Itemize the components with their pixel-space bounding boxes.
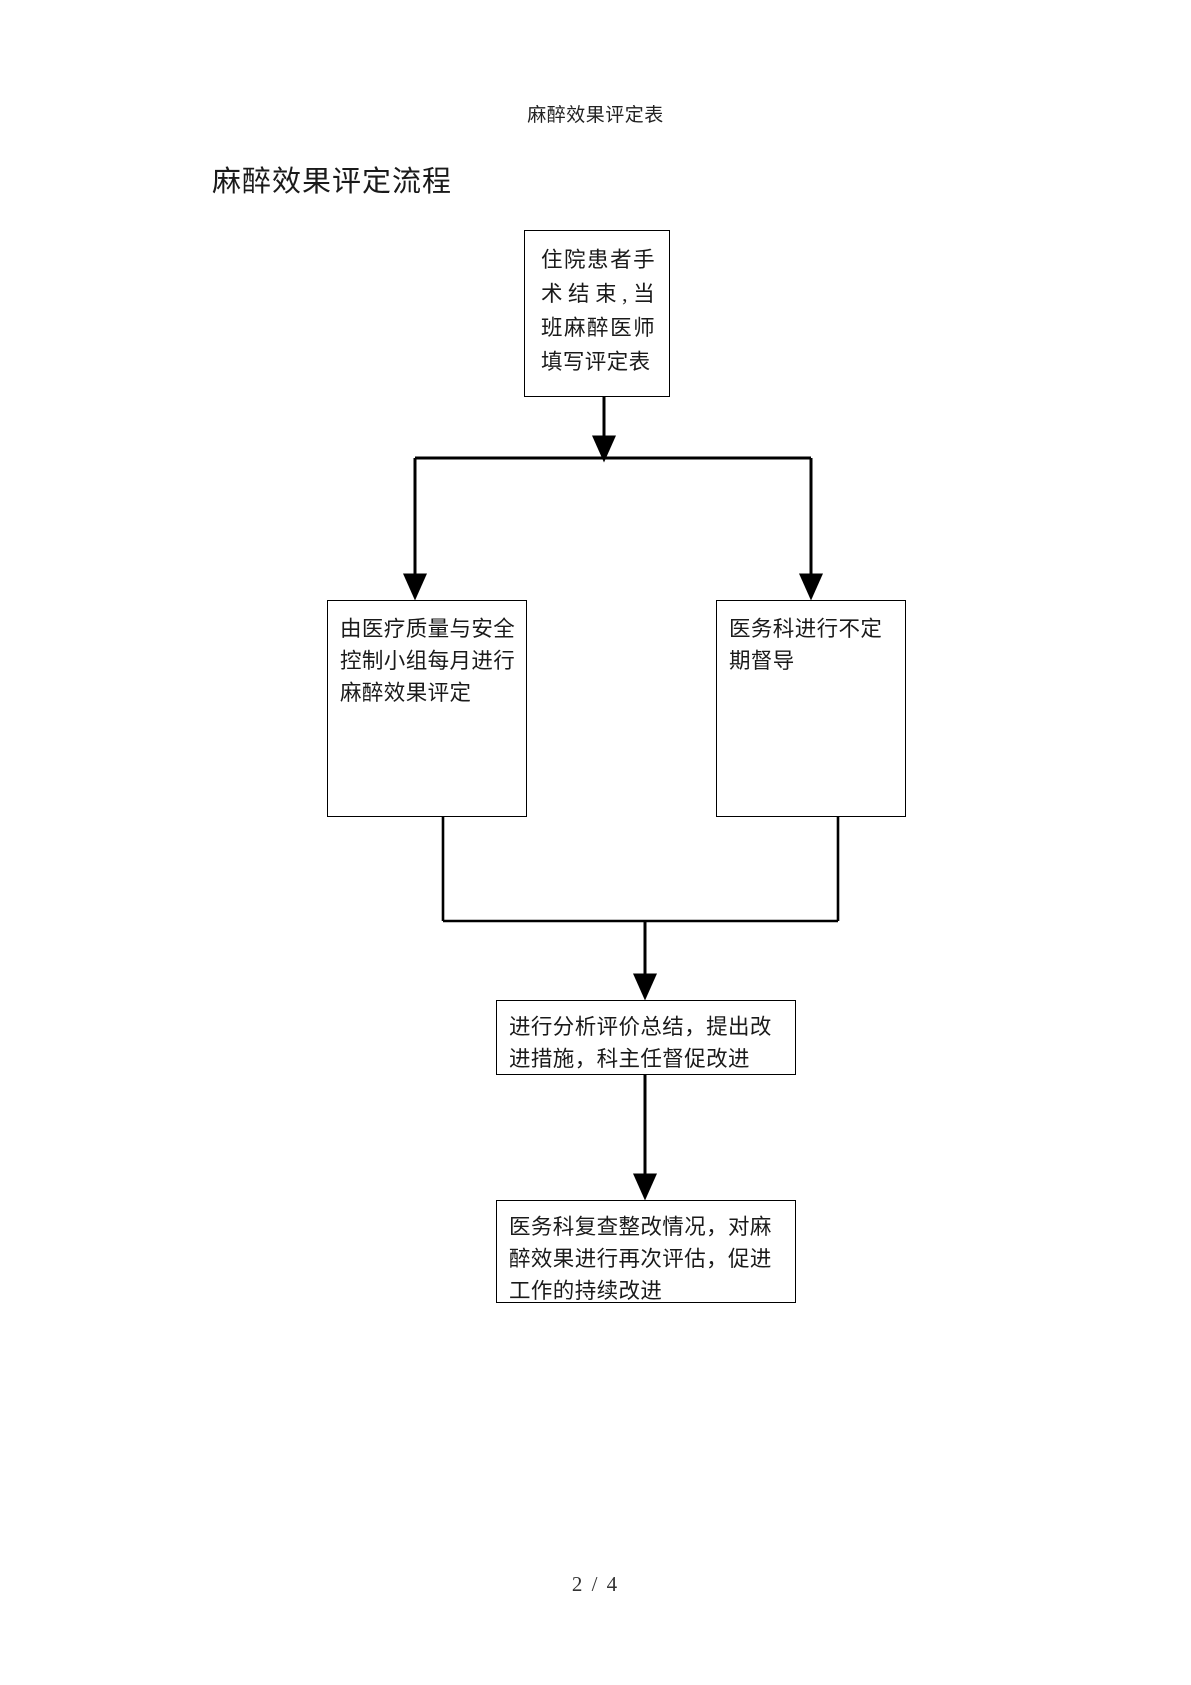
flow-node-start: 住院患者手术结束,当班麻醉医师填写评定表 [524,230,670,397]
flow-node-analysis-summary: 进行分析评价总结，提出改进措施，科主任督促改进 [496,1000,796,1075]
flow-node-quality-control-label: 由医疗质量与安全控制小组每月进行麻醉效果评定 [340,617,516,705]
flow-node-analysis-summary-label: 进行分析评价总结，提出改进措施，科主任督促改进 [509,1015,772,1071]
flow-node-medical-affairs-supervision: 医务科进行不定期督导 [716,600,906,817]
flow-node-start-label: 住院患者手术结束,当班麻醉医师填写评定表 [541,248,655,374]
flow-node-quality-control: 由医疗质量与安全控制小组每月进行麻醉效果评定 [327,600,527,817]
flow-node-reinspection-label: 医务科复查整改情况，对麻醉效果进行再次评估，促进工作的持续改进 [509,1215,772,1303]
page-title: 麻醉效果评定流程 [212,166,453,198]
running-header: 麻醉效果评定表 [527,105,664,126]
flow-node-reinspection: 医务科复查整改情况，对麻醉效果进行再次评估，促进工作的持续改进 [496,1200,796,1303]
page-number: 2 / 4 [571,1572,620,1596]
flow-node-medical-affairs-supervision-label: 医务科进行不定期督导 [729,617,883,673]
